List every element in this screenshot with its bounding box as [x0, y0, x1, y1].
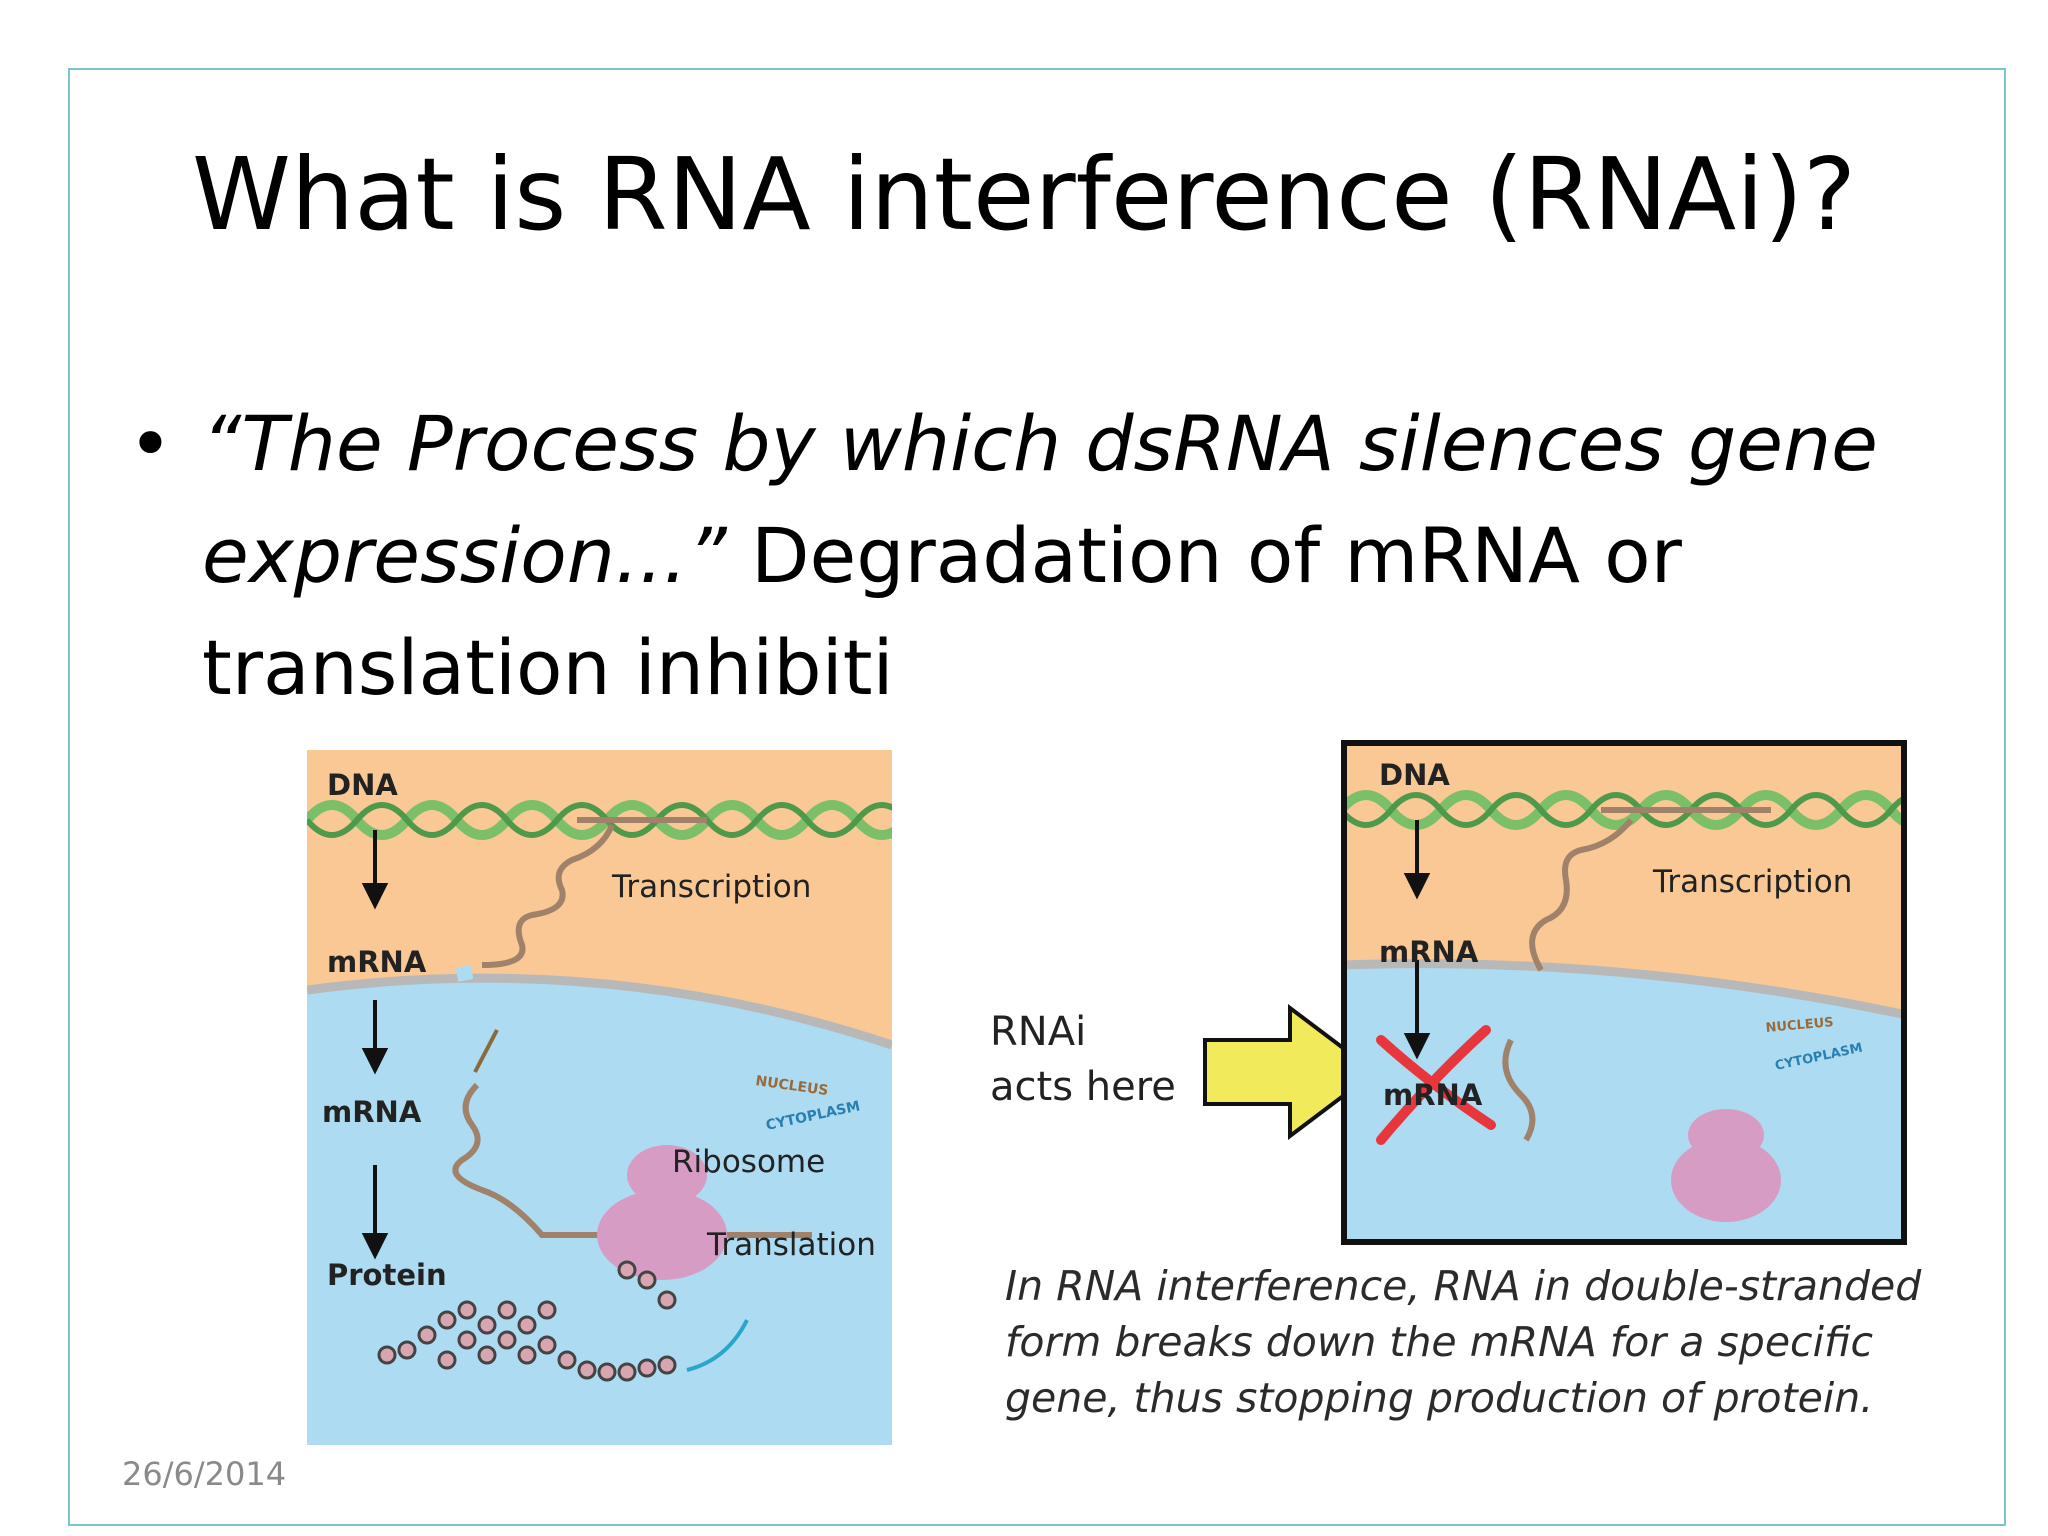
protein-chain — [377, 1260, 677, 1382]
ribosome-large — [597, 1190, 727, 1280]
rnai-callout: RNAi acts here — [990, 1003, 1379, 1140]
label-mrna-1: mRNA — [1379, 935, 1479, 969]
label-mrna-2: mRNA — [1383, 1078, 1483, 1112]
flow-arrows — [1403, 820, 1431, 1060]
mrna-strand — [481, 823, 615, 968]
bullet-rest: Degradation of mRNA or translation inhib… — [202, 511, 1682, 712]
label-mrna-2: mRNA — [322, 1095, 422, 1129]
ribosome-large — [1671, 1138, 1781, 1222]
bullet-text: “The Process by which dsRNA silences gen… — [202, 388, 1902, 724]
rnai-arrow-icon — [1203, 1003, 1379, 1140]
ribosome-small — [1688, 1109, 1764, 1161]
bullet-dot-icon: • — [128, 399, 173, 488]
slide-date: 26/6/2014 — [122, 1455, 287, 1493]
figure-right: DNA Transcription mRNA mRNA NUCLEUS CYTO… — [1341, 740, 1907, 1245]
mrna-export-arrow — [473, 1029, 499, 1073]
label-mrna-1: mRNA — [327, 945, 427, 979]
slide-frame — [68, 68, 2006, 1526]
figure-left: DNA Transcription mRNA mRNA Protein NUCL… — [307, 750, 892, 1445]
mrna-strand — [1529, 818, 1634, 972]
label-rnai: RNAi — [990, 1009, 1086, 1055]
flow-arrows — [361, 830, 389, 1260]
mrna-strand-cytoplasm — [452, 1082, 812, 1238]
figure-caption: In RNA interference, RNA in double-stran… — [1005, 1262, 1922, 1422]
translation-arrow — [686, 1319, 749, 1372]
figure-right-border — [1341, 740, 1907, 1245]
rnai-cross-icon — [1376, 1025, 1496, 1145]
label-ribosome: Ribosome — [672, 1144, 825, 1180]
label-transcription: Transcription — [611, 869, 811, 905]
slide-title: What is RNA interference (RNAi)? — [191, 136, 1857, 253]
nuclear-membrane-pore — [455, 965, 474, 982]
dna-helix — [307, 800, 892, 840]
label-nucleus: NUCLEUS — [1765, 1015, 1834, 1036]
dna-helix — [1341, 790, 1907, 830]
label-protein: Protein — [327, 1258, 447, 1292]
nuclear-membrane — [307, 973, 892, 1050]
label-dna: DNA — [327, 768, 398, 802]
label-translation: Translation — [706, 1227, 876, 1263]
label-transcription: Transcription — [1652, 864, 1852, 900]
mrna-strand-cytoplasm — [1502, 1038, 1536, 1142]
bullet-quote: “The Process by which dsRNA silences gen… — [202, 399, 1878, 600]
ribosome-small — [627, 1145, 707, 1205]
label-acts-here: acts here — [990, 1064, 1176, 1110]
label-dna: DNA — [1379, 758, 1450, 792]
